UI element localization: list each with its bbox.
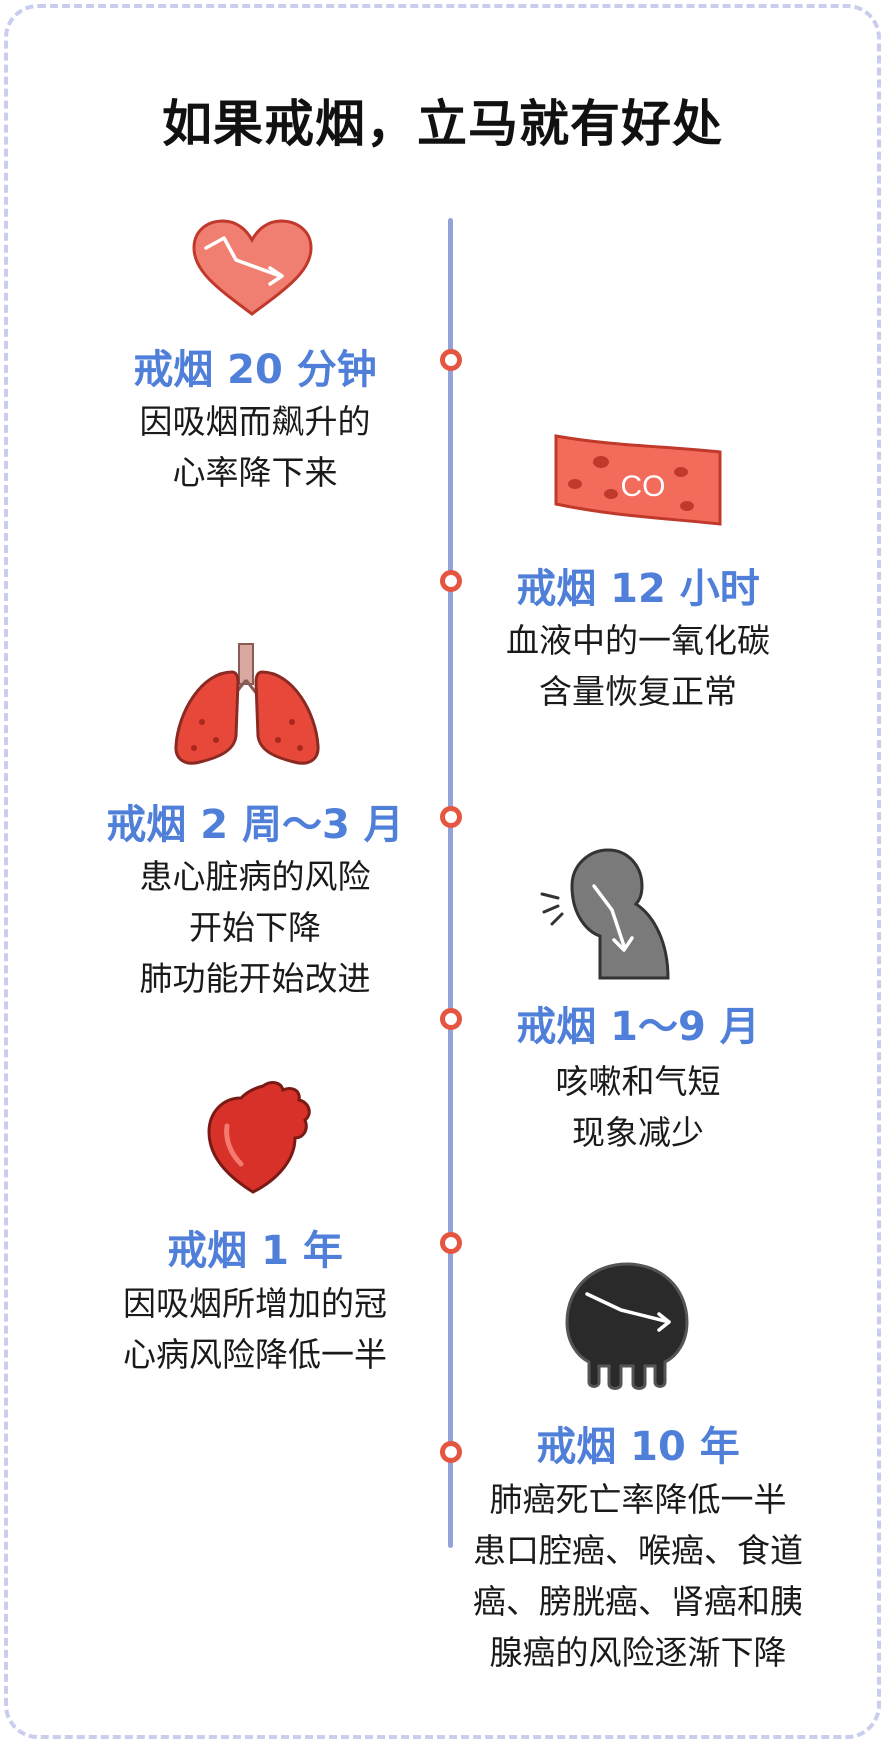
milestone-desc-1: 因吸烟而飙升的 心率降下来	[60, 396, 450, 498]
timeline-dot-5	[440, 1232, 462, 1254]
desc-line: 因吸烟而飙升的	[139, 402, 371, 441]
desc-line: 咳嗽和气短	[555, 1062, 721, 1101]
milestone-desc-3: 患心脏病的风险 开始下降 肺功能开始改进	[60, 851, 450, 1004]
desc-line: 患心脏病的风险	[139, 857, 371, 896]
desc-line: 癌、膀胱癌、肾癌和胰	[473, 1582, 803, 1621]
black-lungs-icon	[565, 1260, 690, 1394]
lungs-icon	[172, 642, 322, 774]
milestone-desc-4: 咳嗽和气短 现象减少	[448, 1056, 828, 1158]
co-label: CO	[621, 470, 666, 503]
desc-line: 含量恢复正常	[539, 672, 737, 711]
desc-line: 血液中的一氧化碳	[506, 621, 770, 660]
timeline-dot-3	[440, 806, 462, 828]
desc-line: 患口腔癌、喉癌、食道	[473, 1531, 803, 1570]
milestone-desc-5: 因吸烟所增加的冠 心病风险降低一半	[60, 1278, 450, 1380]
page-title: 如果戒烟，立马就有好处	[162, 95, 723, 153]
desc-line: 心病风险降低一半	[123, 1335, 387, 1374]
blood-vessel-icon: CO	[553, 432, 723, 531]
milestone-heading-1: 戒烟 20 分钟	[133, 347, 377, 393]
desc-line: 肺癌死亡率降低一半	[489, 1480, 787, 1519]
milestone-heading-6: 戒烟 10 年	[536, 1424, 740, 1470]
heart-icon	[190, 218, 315, 322]
milestone-heading-4: 戒烟 1～9 月	[516, 1004, 760, 1050]
anatomical-heart-icon	[205, 1076, 325, 1200]
milestone-heading-2: 戒烟 12 小时	[516, 566, 760, 612]
milestone-heading-5: 戒烟 1 年	[167, 1228, 343, 1274]
desc-line: 因吸烟所增加的冠	[123, 1284, 387, 1323]
coughing-person-icon	[538, 846, 683, 985]
desc-line: 现象减少	[572, 1113, 704, 1152]
desc-line: 腺癌的风险逐渐下降	[489, 1633, 787, 1672]
dashed-frame	[4, 4, 881, 1739]
milestone-desc-6: 肺癌死亡率降低一半 患口腔癌、喉癌、食道 癌、膀胱癌、肾癌和胰 腺癌的风险逐渐下…	[448, 1474, 828, 1678]
desc-line: 开始下降	[189, 908, 321, 947]
milestone-desc-2: 血液中的一氧化碳 含量恢复正常	[448, 615, 828, 717]
desc-line: 心率降下来	[172, 453, 338, 492]
timeline-line	[448, 218, 453, 1548]
timeline-dot-2	[440, 570, 462, 592]
timeline-dot-1	[440, 349, 462, 371]
milestone-heading-3: 戒烟 2 周～3 月	[106, 802, 404, 848]
desc-line: 肺功能开始改进	[139, 959, 371, 998]
timeline-dot-6	[440, 1441, 462, 1463]
timeline-dot-4	[440, 1008, 462, 1030]
